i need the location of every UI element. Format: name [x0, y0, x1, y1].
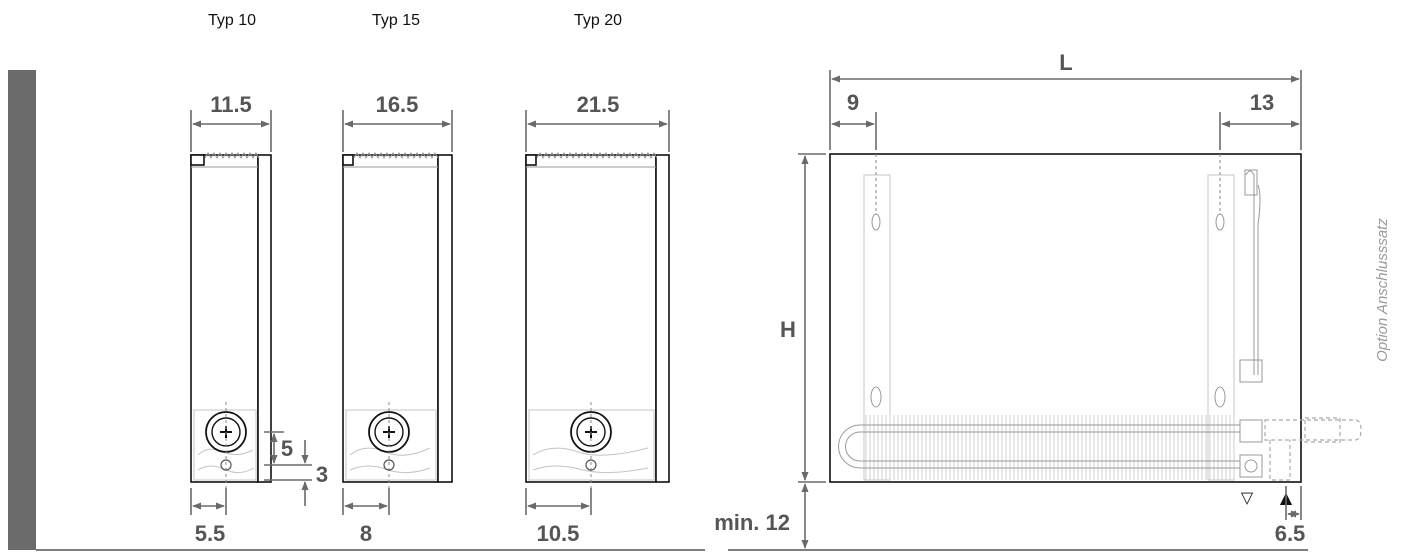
optional-connection-set	[1264, 417, 1362, 481]
side-label-option-connection-set: Option Anschlusssatz	[1374, 218, 1391, 362]
offset-dim-typ-20: 10.5	[537, 521, 580, 546]
depth-dim-typ-20: 21.5	[577, 92, 620, 117]
type-label-20: Typ 20	[574, 12, 622, 29]
depth-dim-typ-15: 16.5	[376, 92, 419, 117]
height-label: H	[780, 317, 796, 342]
radiator-side-view-typ-20	[525, 152, 670, 500]
connection-offset-dim: 6.5	[1275, 521, 1306, 546]
left-offset-dim: 9	[847, 90, 859, 115]
wall-section	[8, 70, 36, 550]
right-offset-dim: 13	[1250, 90, 1274, 115]
length-label: L	[1059, 50, 1072, 75]
dim-5: 5	[281, 436, 293, 461]
radiator-side-view-typ-10	[190, 152, 272, 500]
type-label-10: Typ 10	[208, 12, 256, 29]
dim-3: 3	[316, 462, 328, 487]
return-symbol: ▽	[1241, 488, 1254, 507]
offset-dim-typ-15: 8	[360, 521, 372, 546]
floor-clearance-dim: min. 12	[714, 510, 790, 535]
type-label-15: Typ 15	[372, 12, 420, 29]
radiator-front-view	[829, 153, 1302, 483]
radiator-side-view-typ-15	[342, 152, 453, 500]
depth-dim-typ-10: 11.5	[210, 92, 252, 117]
offset-dim-typ-10: 5.5	[195, 521, 226, 546]
